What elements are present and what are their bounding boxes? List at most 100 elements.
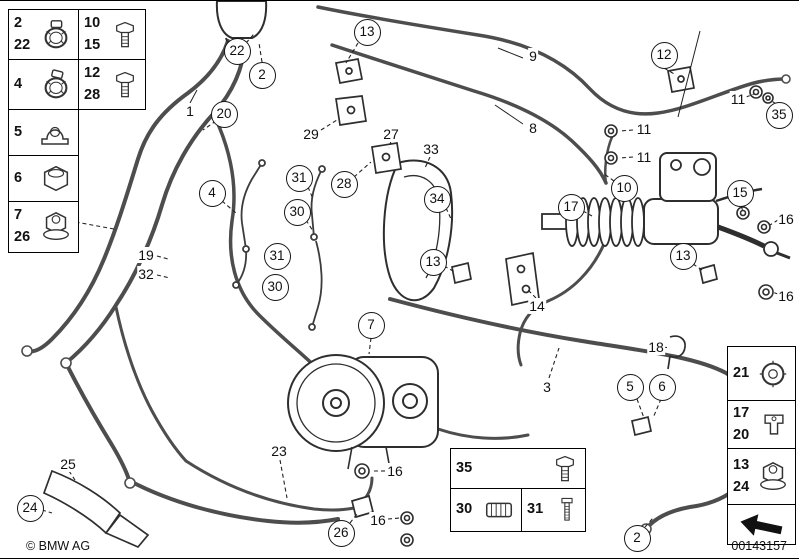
part-label-11[interactable]: 11 [729,91,747,107]
legend-part-number: 28 [84,86,101,103]
part-label-3[interactable]: 3 [542,379,552,395]
legend-part-number: 24 [733,478,750,495]
part-callout-24[interactable]: 24 [16,494,44,522]
part-callout-22[interactable]: 22 [223,37,251,65]
part-label-14[interactable]: 14 [528,298,546,314]
legend-part-number: 31 [527,501,544,518]
part-callout-28[interactable]: 28 [330,170,358,198]
power-steering-pump [287,354,439,470]
part-label-32[interactable]: 32 [137,266,155,282]
legend-part-number: 12 [84,64,101,81]
legend-part-number: 2 [14,14,23,31]
part-label-11[interactable]: 11 [635,121,653,137]
legend-cell-21[interactable]: 21 [727,346,796,401]
legend-part-number: 30 [456,501,473,518]
legend-cell-2-22[interactable]: 2 22 [8,9,79,60]
part-label-1[interactable]: 1 [185,103,195,119]
legend-part-number: 22 [14,36,31,53]
part-label-16[interactable]: 16 [777,211,795,227]
screw-icon [561,497,573,521]
pipe-clip-icon [41,126,69,145]
bolt-icon [556,455,574,481]
hydraulic-hoses [21,5,791,535]
part-callout-20[interactable]: 20 [210,100,238,128]
legend-cell-6[interactable]: 6 [8,155,79,202]
part-callout-2[interactable]: 2 [248,61,276,89]
part-callout-10[interactable]: 10 [610,174,638,202]
legend-part-number: 5 [14,123,23,140]
part-callout-5[interactable]: 5 [616,373,644,401]
legend-cell-30[interactable]: 30 [450,488,522,532]
legend-cell-35[interactable]: 35 [450,448,586,489]
part-label-33[interactable]: 33 [422,141,440,157]
part-callout-34[interactable]: 34 [423,185,451,213]
legend-part-number: 6 [14,169,23,186]
part-callout-7[interactable]: 7 [357,311,385,339]
legend-part-number: 20 [733,426,750,443]
part-label-8[interactable]: 8 [528,120,538,136]
part-callout-35[interactable]: 35 [765,101,793,129]
part-callout-31[interactable]: 31 [263,242,291,270]
legend-part-number: 17 [733,404,750,421]
legend-part-number: 13 [733,456,750,473]
part-callout-17[interactable]: 17 [557,193,585,221]
part-label-18[interactable]: 18 [647,339,665,355]
part-callout-26[interactable]: 26 [327,519,355,547]
pad-icon [485,502,513,518]
legend-cell-17-20[interactable]: 17 20 [727,400,796,449]
nut-icon [43,165,69,191]
bolt-icon [116,21,134,47]
part-callout-30[interactable]: 30 [261,273,289,301]
part-label-16[interactable]: 16 [777,288,795,304]
part-callout-6[interactable]: 6 [648,373,676,401]
legend-part-number: 21 [733,364,750,381]
solid-leader-lines [189,30,701,125]
legend-part-number: 26 [14,229,31,245]
part-callout-13[interactable]: 13 [353,18,381,46]
legend-cell-7-26[interactable]: 7 26 [8,201,79,253]
direction-arrow-icon [739,513,784,536]
legend-cell-10-15[interactable]: 10 15 [78,9,146,60]
legend-cell-13-24[interactable]: 13 24 [727,448,796,505]
hose-clamp-icon [44,19,68,48]
legend-cell-4[interactable]: 4 [8,59,79,110]
part-label-16[interactable]: 16 [369,512,387,528]
legend-cell-direction[interactable] [727,504,796,545]
part-label-9[interactable]: 9 [528,48,538,64]
part-label-27[interactable]: 27 [382,126,400,142]
flange-nut-icon [43,211,69,240]
part-label-25[interactable]: 25 [59,456,77,472]
part-callout-31[interactable]: 31 [285,164,313,192]
part-callout-30[interactable]: 30 [283,198,311,226]
legend-part-number: 15 [84,36,101,53]
bolt-icon [116,71,134,97]
metal-pipes [232,159,326,331]
part-callout-13[interactable]: 13 [669,242,697,270]
copyright-text: © BMW AG [26,539,91,553]
part-label-11[interactable]: 11 [635,149,653,165]
washers [354,85,774,547]
part-callout-12[interactable]: 12 [650,41,678,69]
legend-part-number: 7 [14,207,23,224]
part-label-29[interactable]: 29 [302,126,320,142]
legend-cell-5[interactable]: 5 [8,109,79,156]
part-label-16[interactable]: 16 [386,463,404,479]
part-callout-2[interactable]: 2 [623,524,651,552]
legend-part-number: 10 [84,14,101,31]
part-label-23[interactable]: 23 [270,443,288,459]
legend-part-number: 4 [14,75,23,92]
legend-cell-31[interactable]: 31 [521,488,586,532]
part-callout-4[interactable]: 4 [198,179,226,207]
legend-part-number: 35 [456,459,473,476]
document-number: 00143157 [731,539,787,553]
grommet-icon [759,360,787,387]
brackets-and-clips [42,58,718,549]
part-label-19[interactable]: 19 [137,247,155,263]
legend-cell-12-28[interactable]: 12 28 [78,59,146,110]
part-callout-13[interactable]: 13 [419,248,447,276]
hose-clamp-icon [44,68,68,98]
part-callout-15[interactable]: 15 [726,179,754,207]
